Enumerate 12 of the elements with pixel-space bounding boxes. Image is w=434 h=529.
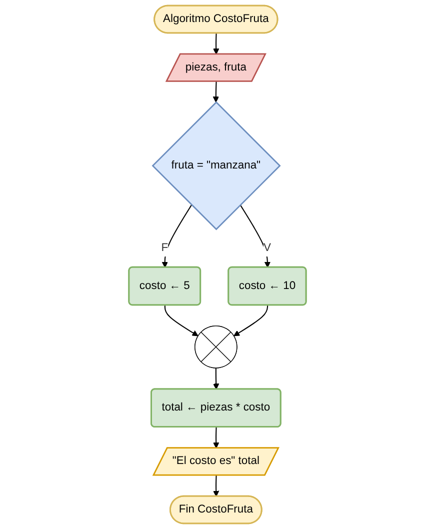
arrow — [164, 305, 198, 336]
arrow — [161, 204, 192, 268]
arrow — [212, 427, 219, 448]
arrow — [239, 204, 270, 268]
edge-label: F — [160, 242, 168, 254]
node-diamond: fruta = "manzana" — [151, 101, 280, 230]
arrow — [233, 305, 268, 336]
arrow — [212, 82, 219, 103]
arrow — [212, 33, 219, 55]
arrow — [212, 475, 219, 497]
arrow — [212, 368, 219, 390]
edge-label: V — [262, 242, 270, 254]
